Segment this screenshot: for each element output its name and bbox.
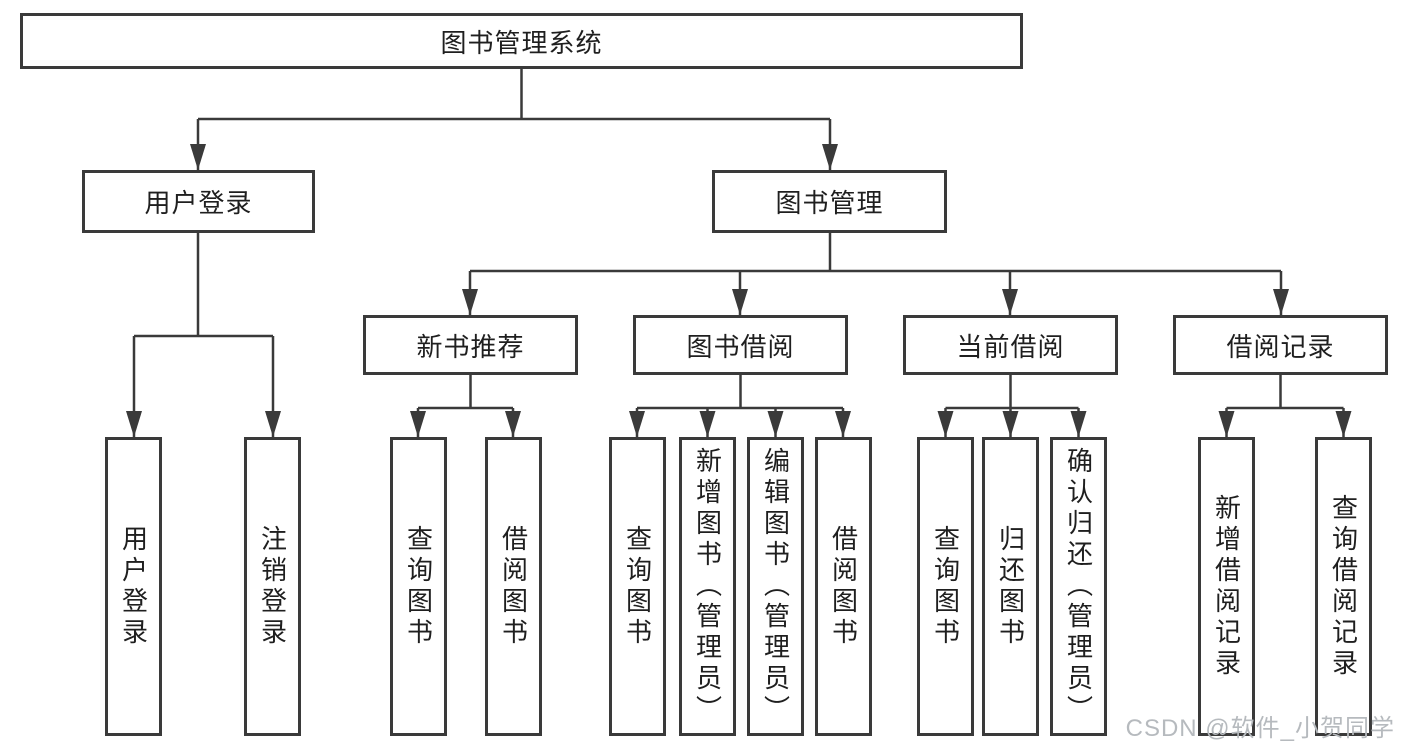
leaf-query-books-1: 查询图书 (390, 437, 447, 736)
leaf-return-books: 归还图书 (982, 437, 1039, 736)
leaf-user-login-label: 用户登录 (118, 524, 149, 649)
leaf-borrow-books-1-label: 借阅图书 (498, 524, 529, 649)
node-book-borrowing: 图书借阅 (633, 315, 848, 375)
leaf-edit-books-admin-label: 编辑图书（管理员） (760, 447, 791, 726)
node-user-login-branch: 用户登录 (82, 170, 315, 233)
leaf-query-books-3-label: 查询图书 (930, 524, 961, 649)
node-borrowing-records: 借阅记录 (1173, 315, 1388, 375)
leaf-edit-books-admin: 编辑图书（管理员） (747, 437, 804, 736)
leaf-return-books-label: 归还图书 (995, 524, 1026, 649)
leaf-confirm-return-admin-label: 确认归还（管理员） (1063, 447, 1094, 726)
leaf-borrow-books-2-label: 借阅图书 (828, 524, 859, 649)
node-book-management-branch: 图书管理 (712, 170, 947, 233)
leaf-add-borrow-record: 新增借阅记录 (1198, 437, 1255, 736)
leaf-borrow-books-2: 借阅图书 (815, 437, 872, 736)
leaf-query-books-2: 查询图书 (609, 437, 666, 736)
leaf-add-books-admin-label: 新增图书（管理员） (692, 447, 723, 726)
leaf-query-borrow-record: 查询借阅记录 (1315, 437, 1372, 736)
leaf-query-books-1-label: 查询图书 (403, 524, 434, 649)
leaf-borrow-books-1: 借阅图书 (485, 437, 542, 736)
leaf-confirm-return-admin: 确认归还（管理员） (1050, 437, 1107, 736)
leaf-query-books-2-label: 查询图书 (622, 524, 653, 649)
leaf-logout: 注销登录 (244, 437, 301, 736)
leaf-user-login: 用户登录 (105, 437, 162, 736)
leaf-query-borrow-record-label: 查询借阅记录 (1328, 493, 1359, 680)
leaf-add-books-admin: 新增图书（管理员） (679, 437, 736, 736)
node-new-book-recommendation: 新书推荐 (363, 315, 578, 375)
node-library-management-system: 图书管理系统 (20, 13, 1023, 69)
node-current-borrowing: 当前借阅 (903, 315, 1118, 375)
leaf-query-books-3: 查询图书 (917, 437, 974, 736)
leaf-logout-label: 注销登录 (257, 524, 288, 649)
leaf-add-borrow-record-label: 新增借阅记录 (1211, 493, 1242, 680)
